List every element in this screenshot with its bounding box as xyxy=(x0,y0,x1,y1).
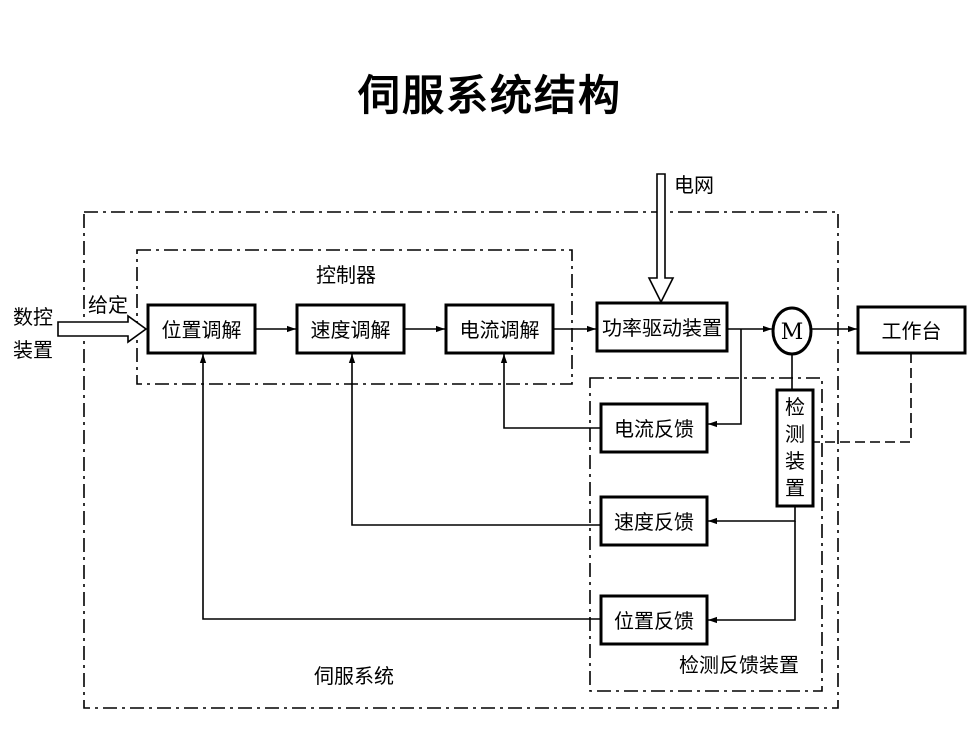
position-regulator-label: 位置调解 xyxy=(162,318,242,342)
speed-feedback-line xyxy=(348,354,601,526)
controller-label: 控制器 xyxy=(316,263,376,287)
detector-block: 检 测 装 置 xyxy=(775,388,815,508)
current-regulator-block: 电流调解 xyxy=(444,303,555,355)
current-feedback-line xyxy=(500,354,601,429)
controller-boundary xyxy=(136,249,573,385)
page-title: 伺服系统结构 xyxy=(357,71,622,120)
position-feedback-line xyxy=(199,354,601,620)
current-feedback-label: 电流反馈 xyxy=(614,417,694,441)
power-driver-label: 功率驱动装置 xyxy=(602,316,722,340)
speed-feedback-block: 速度反馈 xyxy=(599,495,709,547)
worktable-detector-dashed-link xyxy=(813,353,912,443)
position-feedback-block: 位置反馈 xyxy=(599,594,709,646)
setpoint-input-arrow xyxy=(57,314,148,344)
detector-to-speed-feedback-line xyxy=(708,506,796,525)
speed-feedback-label: 速度反馈 xyxy=(614,510,694,534)
speed-regulator-block: 速度调解 xyxy=(295,303,406,355)
worktable-block: 工作台 xyxy=(856,305,967,355)
detector-char-2: 测 xyxy=(785,422,805,446)
speed-regulator-label: 速度调解 xyxy=(311,318,391,342)
power-driver-block: 功率驱动装置 xyxy=(595,301,729,353)
position-regulator-block: 位置调解 xyxy=(146,303,257,355)
cnc-device-label-line1: 数控 xyxy=(13,305,53,329)
current-regulator-label: 电流调解 xyxy=(460,318,540,342)
feedback-device-label: 检测反馈装置 xyxy=(679,653,799,677)
current-feedback-block: 电流反馈 xyxy=(599,402,709,454)
motor-symbol: M xyxy=(771,306,813,356)
detector-char-3: 装 xyxy=(785,449,805,473)
grid-power-arrow xyxy=(647,173,675,304)
grid-label: 电网 xyxy=(674,173,714,197)
current-sense-line xyxy=(708,329,742,428)
detector-char-1: 检 xyxy=(785,395,805,419)
worktable-label: 工作台 xyxy=(882,319,942,343)
motor-label: M xyxy=(781,320,804,345)
setpoint-label: 给定 xyxy=(88,293,128,317)
servo-system-label: 伺服系统 xyxy=(314,664,394,688)
servo-system-boundary xyxy=(83,211,839,709)
detector-to-position-feedback-line xyxy=(708,521,796,624)
cnc-device-label-line2: 装置 xyxy=(13,338,53,362)
feedback-device-boundary xyxy=(589,377,823,692)
position-feedback-label: 位置反馈 xyxy=(614,609,694,633)
detector-char-4: 置 xyxy=(785,476,805,500)
